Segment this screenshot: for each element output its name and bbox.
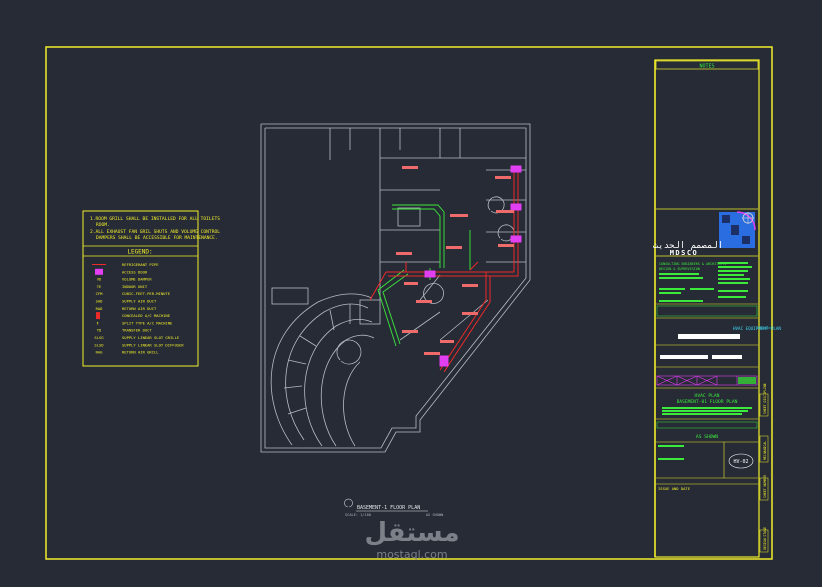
floor-plan [260,123,531,453]
equipment-tags [396,166,514,355]
legend-label: SPLIT TYPE A/C MACHINE [122,320,173,325]
legend-label: CONCEALED A/C MACHINE [122,313,171,318]
legend-item: SAD SUPPLY AIR DUCT [96,299,157,304]
legend-item: REFRIGERANT PIPE [92,262,159,267]
legend-symbol: SLSG [94,335,104,340]
legend-symbol [96,312,100,320]
vertical-sheet-labels: SHEET DISCIPLINE MECHANICAL SHEET NUMBER… [759,383,769,553]
legend-label: ACCESS DOOR [122,269,148,274]
note-line: 2.ALL EXHAUST FAN GRIL SHUTS AND VOLUME … [90,229,220,235]
issue-date-label: ISSUE AND DATE [658,486,691,491]
legend-label: VOLUME DAMPER [122,277,152,282]
drawing-subtitle: BASEMENT-01 FLOOR PLAN [677,399,738,405]
watermark: مستقل mostaql.com [352,518,472,561]
note-line: 1.ROOM GRILL SHALL BE INSTALLED FOR ALL … [90,216,220,222]
company-logo: المصمم الحديث MDSCO [653,211,756,257]
svg-text:DESIGN STAGE: DESIGN STAGE [763,527,767,550]
watermark-arabic: مستقل [364,518,460,548]
svg-text:SHEET NUMBER: SHEET NUMBER [763,475,767,498]
watermark-latin: mostaql.com [376,548,448,561]
legend-label: SUPPLY AIR DUCT [122,299,157,304]
note-line: ROOM. [96,222,110,228]
duct-network [377,204,471,347]
legend-item: CONCEALED A/C MACHINE [96,312,171,320]
plan-caption: BASEMENT-1 FLOOR PLAN SCALE: 1/100 AS SH… [344,498,443,517]
legend-symbol: SLSD [94,342,104,347]
legend-label: REFRIGERANT PIPE [122,262,159,267]
legend-symbol: VD [97,277,102,282]
revision-table [656,375,758,386]
title-block-frame [654,59,760,558]
legend-label: SUPPLY LINEAR SLOT DIFFUSER [122,342,184,347]
plan-caption-scale: AS SHOWN [426,513,443,517]
legend-box [82,210,199,367]
company-details [659,262,752,302]
legend-item: SLSD SUPPLY LINEAR SLOT DIFFUSER [94,342,184,347]
legend-item: CFM CUBIC-FEET-PER-MINUTE [96,291,171,296]
svg-text:SHEET DISCIPLINE: SHEET DISCIPLINE [763,383,767,414]
legend-label: RETURN AIR DUCT [122,306,157,311]
ac-units [424,165,522,367]
logo-latin: MDSCO [670,249,699,257]
legend-item: ACCESS DOOR [95,268,148,275]
legend-item: VD VOLUME DAMPER [97,277,153,282]
plan-caption-title: BASEMENT-1 FLOOR PLAN [357,505,420,511]
legend-list: REFRIGERANT PIPE ACCESS DOOR VD VOLUME DAMP… [92,262,184,355]
notes-header: NOTES [699,64,714,70]
scale-value: AS SHOWN [696,434,718,440]
legend-symbol: ↕ [96,320,99,326]
legend-label: RETURN AIR GRILL [122,350,159,355]
legend-title: LEGEND: [127,249,152,256]
legend-symbol: TE [97,284,102,289]
drawing-title: HVAC PLAN [695,393,720,399]
plan-caption-subtitle: SCALE: 1/100 [345,513,371,517]
company-line: CONSULTING ENGINEERS & ARCHITECTS [659,262,726,266]
legend-item: SLSG SUPPLY LINEAR SLOT GRILLE [94,335,179,340]
sheet-number: HV-02 [733,459,748,465]
sheet-border [45,46,773,560]
legend-item: TE INDOOR UNIT [97,284,148,289]
legend-symbol: RAG [96,350,104,355]
legend-symbol [95,268,103,275]
legend-symbol: RAD [96,306,104,311]
company-line: DESIGN & SUPERVISION [659,267,700,271]
legend-label: SUPPLY LINEAR SLOT GRILLE [122,335,180,340]
svg-text:MECHANICAL: MECHANICAL [763,441,767,460]
legend-item: ↕ SPLIT TYPE A/C MACHINE [96,320,173,326]
general-notes: 1.ROOM GRILL SHALL BE INSTALLED FOR ALL … [90,216,220,241]
legend-item: RAD RETURN AIR DUCT [96,306,157,311]
legend-symbol: SAD [96,299,104,304]
title-block: NOTES المصمم الحديث MDSCO CONSULTING ENG… [653,60,769,553]
legend-item: RAG RETURN AIR GRILL [96,350,160,355]
side-annotation: HVAC EQUIPMENT PLAN [733,326,781,331]
legend-label: INDOOR UNIT [122,284,148,289]
logo-arabic: المصمم الحديث [653,241,723,251]
legend-label: TRANSFER DUCT [122,328,152,333]
legend-item: TD TRANSFER DUCT [97,328,153,333]
legend-label: CUBIC-FEET-PER-MINUTE [122,291,171,296]
note-line: DAMPERS SHALL BE ACCESSIBLE FOR MAINTENA… [96,235,218,241]
legend-symbol: CFM [96,291,104,296]
legend-symbol: TD [97,328,102,333]
